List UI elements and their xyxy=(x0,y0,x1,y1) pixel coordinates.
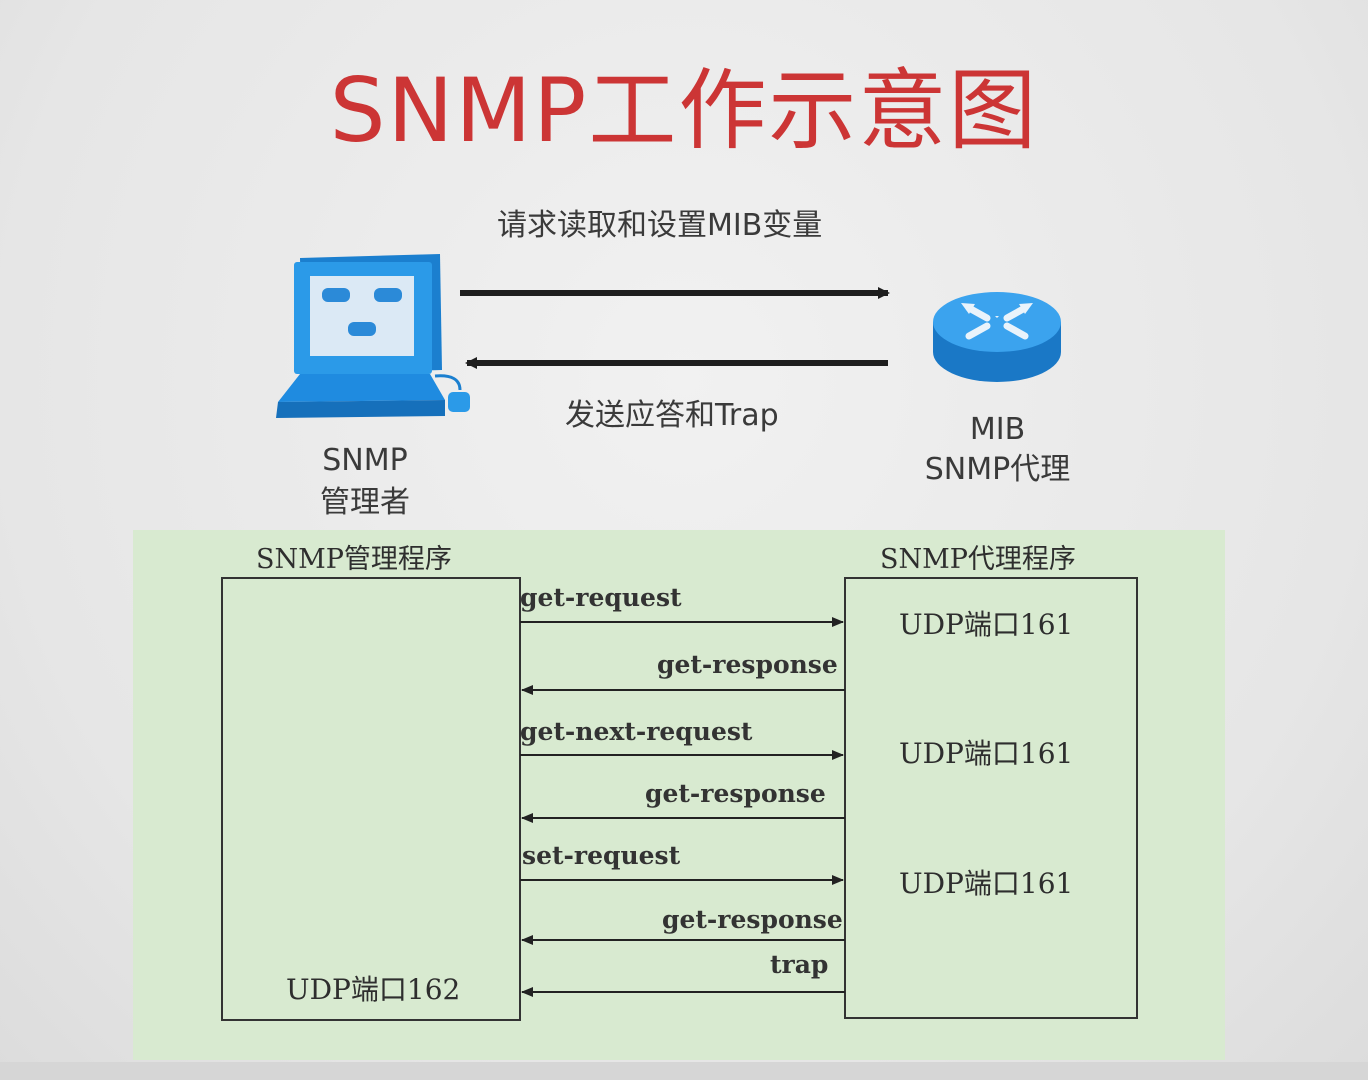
manager-caption: SNMP 管理者 xyxy=(290,440,440,524)
message-label: set-request xyxy=(522,841,681,870)
agent-port-label: UDP端口161 xyxy=(899,737,1074,770)
manager-box xyxy=(221,577,521,1021)
message-label: get-request xyxy=(520,583,682,612)
router-icon xyxy=(925,270,1070,394)
agent-port-label: UDP端口161 xyxy=(899,608,1074,641)
message-label: get-response xyxy=(645,779,826,808)
response-arrow-label: 发送应答和Trap xyxy=(565,398,779,433)
manager-program-title: SNMP管理程序 xyxy=(256,544,452,575)
computer-icon xyxy=(270,250,480,424)
bottom-bezel xyxy=(0,1062,1368,1080)
manager-caption-line2: 管理者 xyxy=(320,485,410,520)
agent-caption-line2: SNMP代理 xyxy=(924,452,1071,487)
message-label: trap xyxy=(770,950,829,979)
agent-program-title: SNMP代理程序 xyxy=(880,544,1076,575)
slide-title: SNMP工作示意图 xyxy=(329,59,1039,162)
agent-port-label: UDP端口161 xyxy=(899,867,1074,900)
manager-caption-line1: SNMP xyxy=(322,443,408,478)
request-arrow-label: 请求读取和设置MIB变量 xyxy=(497,208,823,243)
sequence-panel xyxy=(133,530,1225,1060)
message-label: get-response xyxy=(657,650,838,679)
message-label: get-next-request xyxy=(520,717,753,746)
manager-port-label: UDP端口162 xyxy=(286,973,461,1006)
agent-caption: MIB SNMP代理 xyxy=(895,410,1100,490)
agent-box xyxy=(844,577,1138,1019)
message-label: get-response xyxy=(662,905,843,934)
agent-caption-line1: MIB xyxy=(969,412,1026,447)
